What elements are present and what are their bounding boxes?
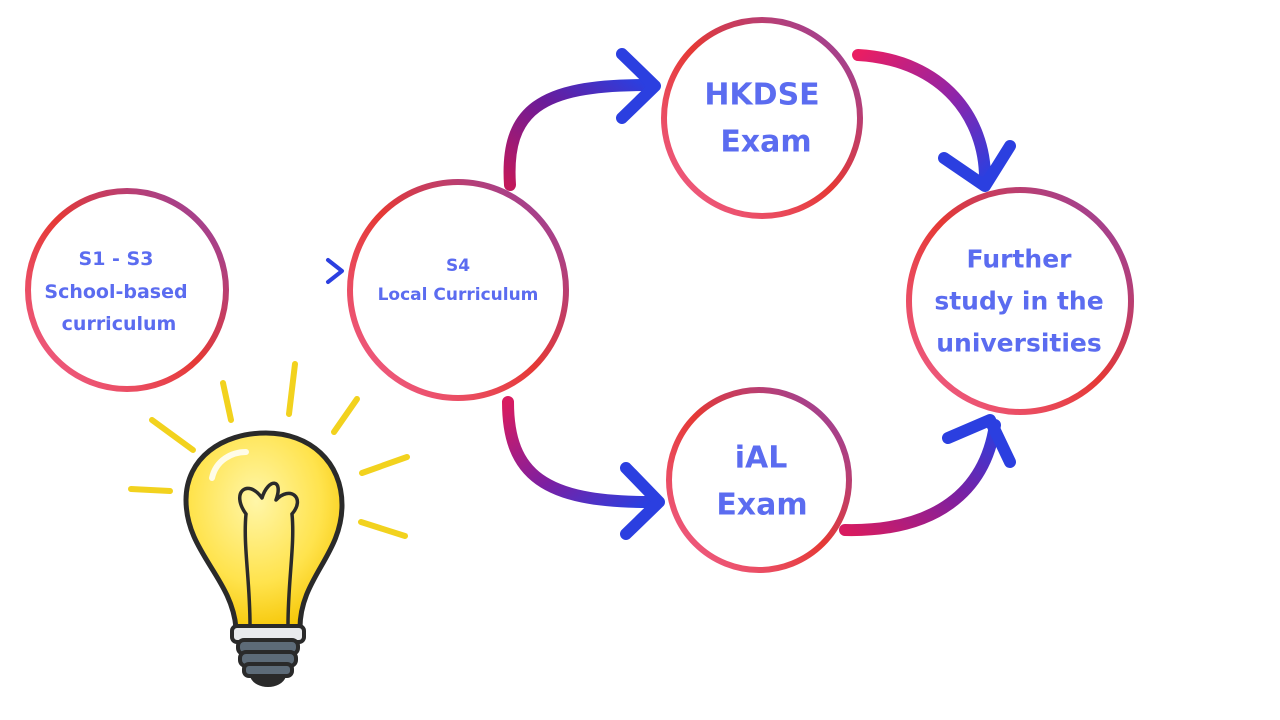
connector-ial-to-universities (839, 414, 1016, 537)
node-ial-line-2: Exam (716, 488, 807, 523)
node-s1s3: S1 - S3 School-based curriculum (25, 188, 229, 392)
node-hkdse-line-1: HKDSE (704, 78, 819, 113)
connector-s1s3-to-s4 (231, 258, 344, 284)
node-ial: iAL Exam (666, 387, 852, 573)
arrowhead-icon (938, 140, 1016, 192)
node-s1s3-line-2: School-based (44, 281, 187, 303)
node-s4: S4 Local Curriculum (347, 179, 569, 401)
node-universities-line-3: universities (936, 329, 1102, 358)
light-rays (128, 361, 410, 539)
node-universities-line-2: study in the (934, 287, 1103, 316)
arrowhead-icon (616, 48, 661, 124)
node-s4-line-1: S4 (446, 256, 470, 276)
node-s1s3-line-3: curriculum (62, 313, 177, 335)
node-hkdse-line-2: Exam (720, 125, 811, 160)
connector-s4-to-hkdse (503, 48, 661, 191)
node-s1s3-line-1: S1 - S3 (79, 248, 154, 270)
arrowhead-icon (326, 258, 344, 284)
arrowhead-icon (942, 414, 1016, 468)
node-hkdse: HKDSE Exam (661, 17, 863, 219)
connector-hkdse-to-universities (852, 49, 1016, 192)
node-universities-line-1: Further (967, 245, 1073, 274)
lightbulb-icon (128, 361, 410, 687)
node-s4-line-2: Local Curriculum (378, 285, 539, 305)
node-universities: Further study in the universities (906, 187, 1134, 415)
arrowhead-icon (620, 462, 665, 540)
node-ial-line-1: iAL (735, 441, 788, 476)
connector-s4-to-ial (502, 396, 665, 540)
